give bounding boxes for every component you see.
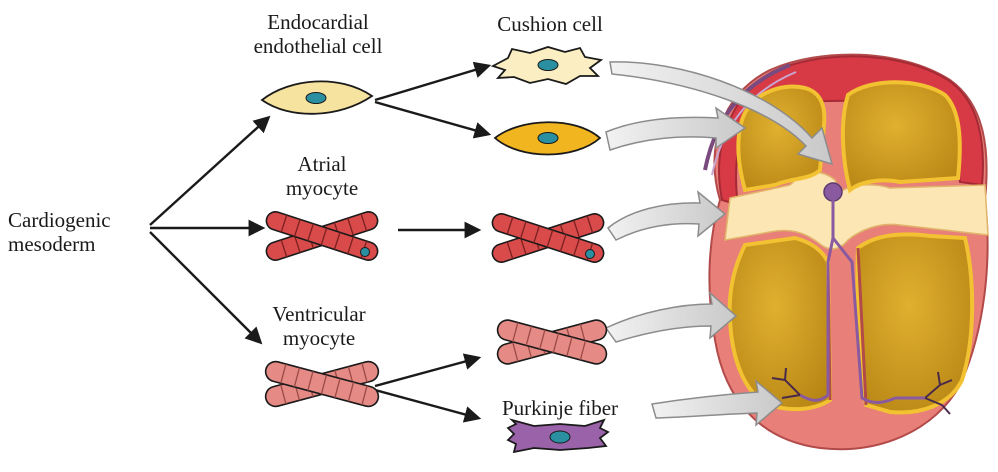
right-ventricle-chamber	[857, 234, 972, 412]
arrow-endocardial-to-valve	[375, 102, 488, 134]
arrow-ventricular-to-purkinje	[375, 390, 478, 418]
right-atrium-chamber	[843, 82, 960, 190]
label-cardiogenic-mesoderm: Cardiogenic mesoderm	[8, 208, 111, 256]
label-atrial-myocyte: Atrial myocyte	[262, 152, 382, 200]
label-atrial-line2: myocyte	[262, 176, 382, 200]
label-cardiogenic-line2: mesoderm	[8, 232, 111, 256]
label-endocardial-line2: endothelial cell	[228, 34, 408, 58]
label-cushion-cell: Cushion cell	[480, 12, 620, 36]
endocardial-endothelial-cell	[262, 81, 372, 113]
left-ventricle-chamber	[730, 238, 830, 409]
atrial-myocyte-cell	[264, 210, 380, 263]
label-atrial-line1: Atrial	[262, 152, 382, 176]
label-ventricular-line2: myocyte	[244, 326, 394, 350]
heart-illustration	[705, 55, 988, 450]
label-endocardial-line1: Endocardial	[228, 10, 408, 34]
label-cardiogenic-line1: Cardiogenic	[8, 208, 111, 232]
flow-arrow-atrial	[608, 192, 725, 240]
valve-cell	[495, 122, 600, 154]
cushion-cell	[493, 47, 601, 84]
ventricular-myocyte-cell	[263, 359, 380, 408]
flow-arrow-purkinje	[652, 381, 782, 425]
arrow-mesoderm-to-endocardial	[150, 118, 268, 225]
arrow-endocardial-to-cushion	[375, 66, 488, 100]
ventricular-myocyte-mature	[495, 318, 608, 366]
label-endocardial-endothelial-cell: Endocardial endothelial cell	[228, 10, 408, 58]
label-ventricular-myocyte: Ventricular myocyte	[244, 302, 394, 350]
arrow-ventricular-to-myocyte	[375, 358, 478, 386]
label-ventricular-line1: Ventricular	[244, 302, 394, 326]
purkinje-fiber-cell	[508, 420, 608, 452]
label-purkinje-fiber: Purkinje fiber	[480, 396, 640, 420]
atrial-myocyte-mature	[490, 212, 606, 265]
